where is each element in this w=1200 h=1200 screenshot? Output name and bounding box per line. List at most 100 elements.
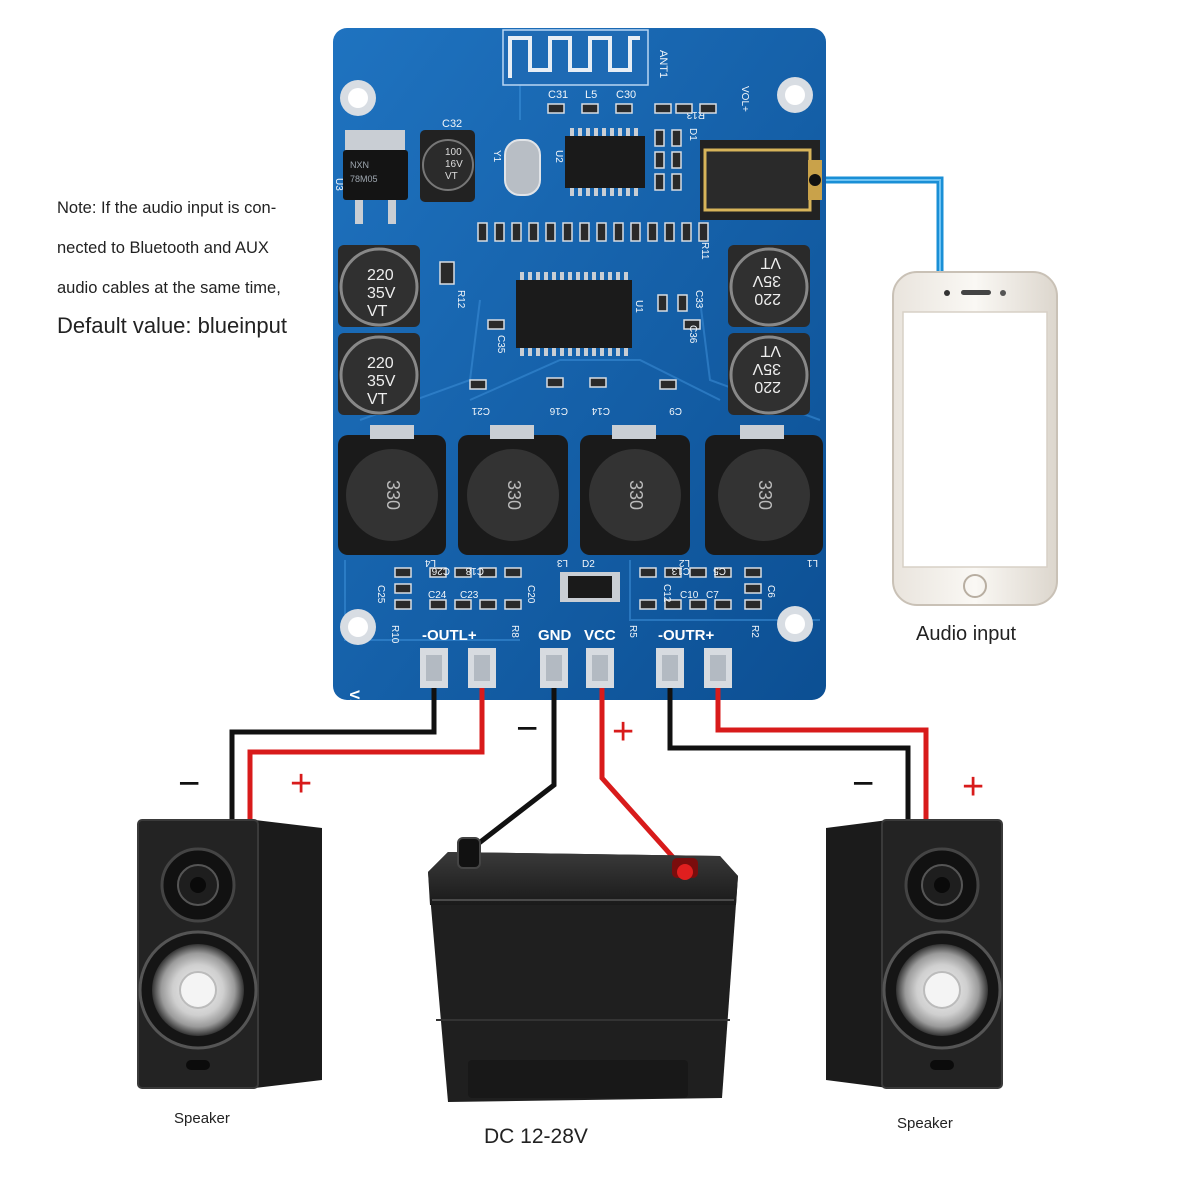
label-c25: C25 xyxy=(375,585,386,604)
cap-rb-marking-2: 35V xyxy=(752,360,781,377)
minus-sign-right: − xyxy=(852,763,874,805)
minus-sign-left: − xyxy=(178,763,200,805)
terminal-pads xyxy=(420,648,732,688)
label-c12: C12 xyxy=(661,584,672,603)
note-text: Note: If the audio input is con- nected … xyxy=(57,188,307,308)
cap-lt-marking-2: 35V xyxy=(367,285,396,302)
battery xyxy=(428,837,738,1102)
speaker-left-wires xyxy=(229,688,485,822)
terminal-label-outr: -OUTR+ xyxy=(658,627,714,644)
label-c26: C26 xyxy=(431,565,450,576)
label-c35: C35 xyxy=(495,335,506,354)
voltage-regulator: NXN 78M05 U3 xyxy=(333,130,408,224)
power-caption: DC 12-28V xyxy=(484,1125,588,1148)
label-l5: L5 xyxy=(585,89,597,101)
cap-rt-marking-3: VT xyxy=(760,254,781,271)
inductor-l3-marking: 330 xyxy=(504,480,524,510)
phone xyxy=(892,271,1058,606)
speaker-left xyxy=(137,819,322,1089)
label-c20: C20 xyxy=(525,585,536,604)
label-c31: C31 xyxy=(548,89,568,101)
cap-c32-marking-1: 100 xyxy=(445,147,462,158)
label-c6: C6 xyxy=(765,585,776,598)
label-c10: C10 xyxy=(680,590,699,601)
capacitor-right-bottom: 220 35V VT xyxy=(728,333,810,415)
cap-rt-marking-1: 220 xyxy=(754,290,781,307)
label-r8: R8 xyxy=(509,625,520,638)
label-c9: C9 xyxy=(669,405,682,416)
mounting-holes xyxy=(340,77,813,645)
label-r11: R11 xyxy=(699,242,710,260)
label-c36: C36 xyxy=(687,325,698,344)
label-c24: C24 xyxy=(428,590,447,601)
label-d1: D1 xyxy=(687,128,698,141)
label-r10: R10 xyxy=(389,625,400,644)
capacitor-right-top: 220 35V VT xyxy=(728,245,810,327)
label-r5: R5 xyxy=(627,625,638,638)
power-wires xyxy=(468,688,690,876)
label-l2: L2 xyxy=(678,557,690,568)
cap-lb-marking-2: 35V xyxy=(367,373,396,390)
cap-lt-marking-3: VT xyxy=(367,303,388,320)
aux-cable xyxy=(820,176,944,272)
note-line-3: audio cables at the same time, xyxy=(57,279,281,297)
label-u2: U2 xyxy=(553,150,564,163)
label-u1: U1 xyxy=(633,300,644,313)
label-y1: Y1 xyxy=(491,150,502,163)
terminal-label-vcc: VCC xyxy=(584,627,616,644)
audio-input-caption: Audio input xyxy=(916,623,1017,645)
note-line-1: Note: If the audio input is con- xyxy=(57,199,277,217)
label-c32: C32 xyxy=(442,118,462,130)
speaker-right-wires xyxy=(667,688,929,822)
plus-sign-battery: + xyxy=(612,711,634,753)
note-line-2: nected to Bluetooth and AUX xyxy=(57,239,269,257)
terminal-label-gnd: GND xyxy=(538,627,572,644)
inductor-l3: 330 xyxy=(458,425,568,555)
label-c5: C5 xyxy=(713,565,726,576)
antenna-trace: ANT1 xyxy=(502,29,669,86)
label-c18: C18 xyxy=(465,565,484,576)
label-d2: D2 xyxy=(582,559,595,570)
cap-c32-marking-3: VT xyxy=(445,171,458,182)
inductor-l1-marking: 330 xyxy=(755,480,775,510)
board-version: V2 xyxy=(347,690,363,707)
capacitor-c32: 100 16V VT C32 xyxy=(420,118,475,202)
minus-sign-battery: − xyxy=(516,708,538,750)
label-c21: C21 xyxy=(471,405,490,416)
label-vol: VOL+ xyxy=(739,86,750,112)
label-c14: C14 xyxy=(591,405,610,416)
antenna-label: ANT1 xyxy=(657,50,669,78)
crystal-y1: Y1 xyxy=(491,139,541,196)
inductor-l2-marking: 330 xyxy=(626,480,646,510)
cap-rb-marking-1: 220 xyxy=(754,378,781,395)
cap-rt-marking-2: 35V xyxy=(752,272,781,289)
label-r12: R12 xyxy=(455,290,466,309)
diode-d2: D2 xyxy=(560,559,620,602)
label-c23: C23 xyxy=(460,590,479,601)
cap-c32-marking-2: 16V xyxy=(445,159,463,170)
label-c13: C13 xyxy=(671,565,690,576)
label-c7: C7 xyxy=(706,590,719,601)
inductor-l1: 330 xyxy=(705,425,823,555)
label-u3: U3 xyxy=(333,178,344,191)
aux-jack xyxy=(700,140,822,220)
cap-lb-marking-3: VT xyxy=(367,391,388,408)
label-c33: C33 xyxy=(693,290,704,309)
label-r2: R2 xyxy=(749,625,760,638)
amplifier-chip: U1 xyxy=(516,272,644,356)
capacitor-left-top: 220 35V VT xyxy=(338,245,420,327)
label-l3: L3 xyxy=(556,557,568,568)
regulator-marking-2: 78M05 xyxy=(350,174,378,184)
speaker-right-caption: Speaker xyxy=(897,1115,953,1132)
speaker-left-caption: Speaker xyxy=(174,1110,230,1127)
bluetooth-chip: U2 xyxy=(553,128,645,196)
terminal-label-outl: -OUTL+ xyxy=(422,627,477,644)
label-c30: C30 xyxy=(616,89,636,101)
label-l1: L1 xyxy=(806,557,818,568)
cap-lb-marking-1: 220 xyxy=(367,355,394,372)
inductor-l4-marking: 330 xyxy=(383,480,403,510)
speaker-right xyxy=(826,819,1003,1089)
capacitor-left-bottom: 220 35V VT xyxy=(338,333,420,415)
amplifier-board: ANT1 NXN 78M05 U3 100 16V VT C32 Y1 C31 xyxy=(333,28,826,707)
